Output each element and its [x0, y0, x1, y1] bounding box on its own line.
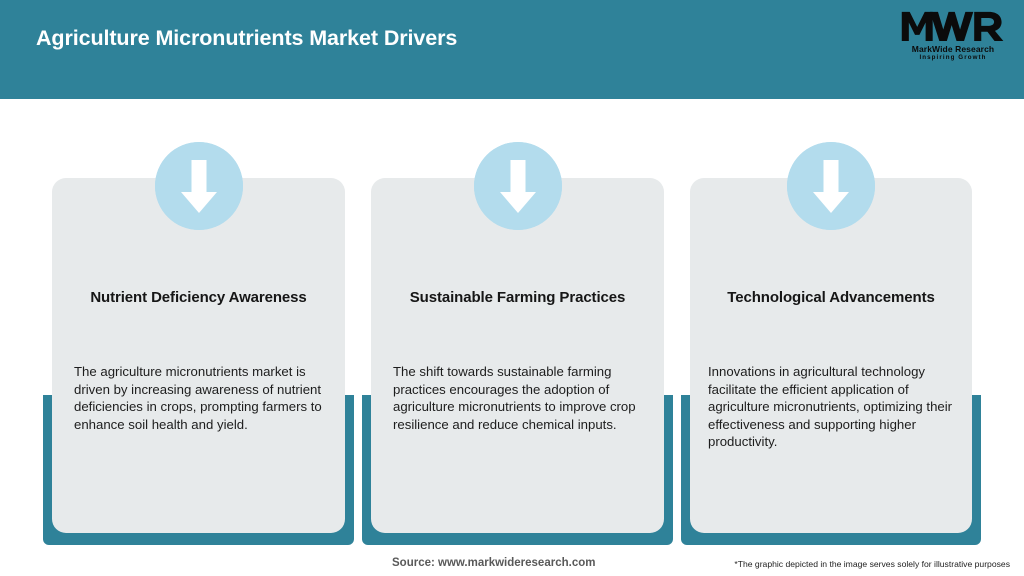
- card-body-text: The agriculture micronutrients market is…: [74, 364, 322, 432]
- brand-logo: MarkWide Research Inspiring Growth: [900, 9, 1006, 67]
- arrow-down-glyph: [787, 142, 875, 230]
- header-banner: Agriculture Micronutrients Market Driver…: [0, 0, 1024, 99]
- source-label: Source: www.markwideresearch.com: [392, 557, 596, 569]
- arrow-down-glyph: [154, 142, 243, 230]
- arrow-down-glyph: [473, 142, 562, 230]
- card-heading: Technological Advancements: [727, 289, 935, 306]
- card-surface: Nutrient Deficiency Awareness The agricu…: [52, 178, 345, 533]
- arrow-down-icon: [154, 142, 243, 230]
- card-heading: Nutrient Deficiency Awareness: [90, 289, 307, 306]
- logo-tagline: Inspiring Growth: [919, 54, 987, 61]
- card-heading: Sustainable Farming Practices: [409, 289, 626, 306]
- card-body-text: The shift towards sustainable farming pr…: [393, 364, 636, 432]
- arrow-down-icon: [787, 142, 875, 230]
- logo-company-name: MarkWide Research: [911, 44, 995, 54]
- mwr-logo-icon: [901, 11, 1004, 42]
- card-surface: Sustainable Farming Practices The shift …: [371, 178, 664, 533]
- card-body-text: Innovations in agricultural technology f…: [708, 364, 953, 450]
- arrow-down-icon: [473, 142, 562, 230]
- page-title: Agriculture Micronutrients Market Driver…: [36, 26, 458, 50]
- card-surface: Technological Advancements Innovations i…: [690, 178, 972, 533]
- disclaimer-label: *The graphic depicted in the image serve…: [734, 559, 1010, 569]
